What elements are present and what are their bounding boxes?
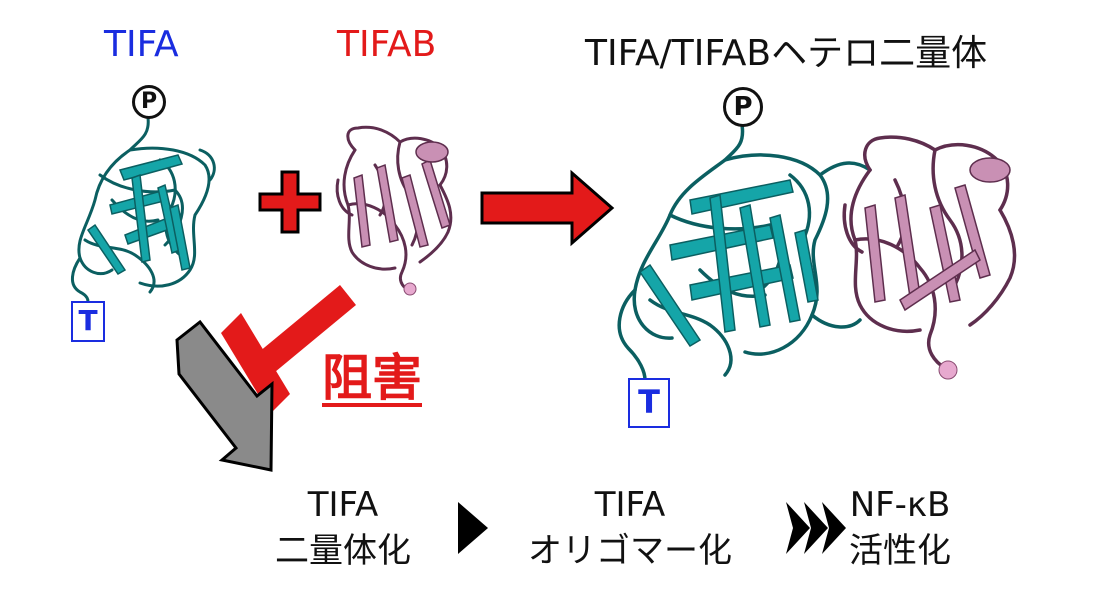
step-line2: オリゴマー化: [528, 531, 732, 571]
step-line2: 活性化: [849, 531, 951, 571]
step-line1: TIFA: [594, 485, 666, 525]
phospho-marker: P: [723, 87, 763, 127]
step-line1: NF-κB: [849, 485, 951, 525]
heterodimer-title: TIFA/TIFABヘテロ二量体: [585, 33, 988, 74]
triangle-arrow-icon: [458, 502, 488, 554]
pathway-step: TIFA オリゴマー化: [500, 482, 760, 574]
right-arrow-icon: [480, 169, 615, 247]
pathway-step: TIFA 二量体化: [228, 482, 458, 574]
phospho-marker: P: [132, 85, 166, 119]
tifab-strands: [353, 141, 451, 248]
tifab-title: TIFAB: [337, 24, 437, 65]
tifa-strands: [86, 154, 191, 275]
inhibition-label: 阻害: [322, 349, 422, 407]
pathway-step: NF-κB 活性化: [820, 482, 980, 574]
tifa-title: TIFA: [104, 24, 179, 65]
heterodimer-tifa-strands: [638, 179, 819, 348]
heterodimer-terminal-sphere: [938, 360, 958, 380]
step-line1: TIFA: [307, 485, 379, 525]
heterodimer-tifa-structure: [617, 123, 872, 382]
heterodimer-tifab-strands: [864, 157, 1011, 312]
tifab-terminal-sphere: [403, 282, 417, 296]
terminal-marker: T: [71, 301, 105, 342]
plus-icon: [258, 170, 322, 234]
down-arrow-icon: [175, 319, 274, 472]
triple-chevron-icon: [786, 502, 846, 554]
step-line2: 二量体化: [275, 531, 411, 571]
terminal-marker: T: [628, 378, 670, 428]
